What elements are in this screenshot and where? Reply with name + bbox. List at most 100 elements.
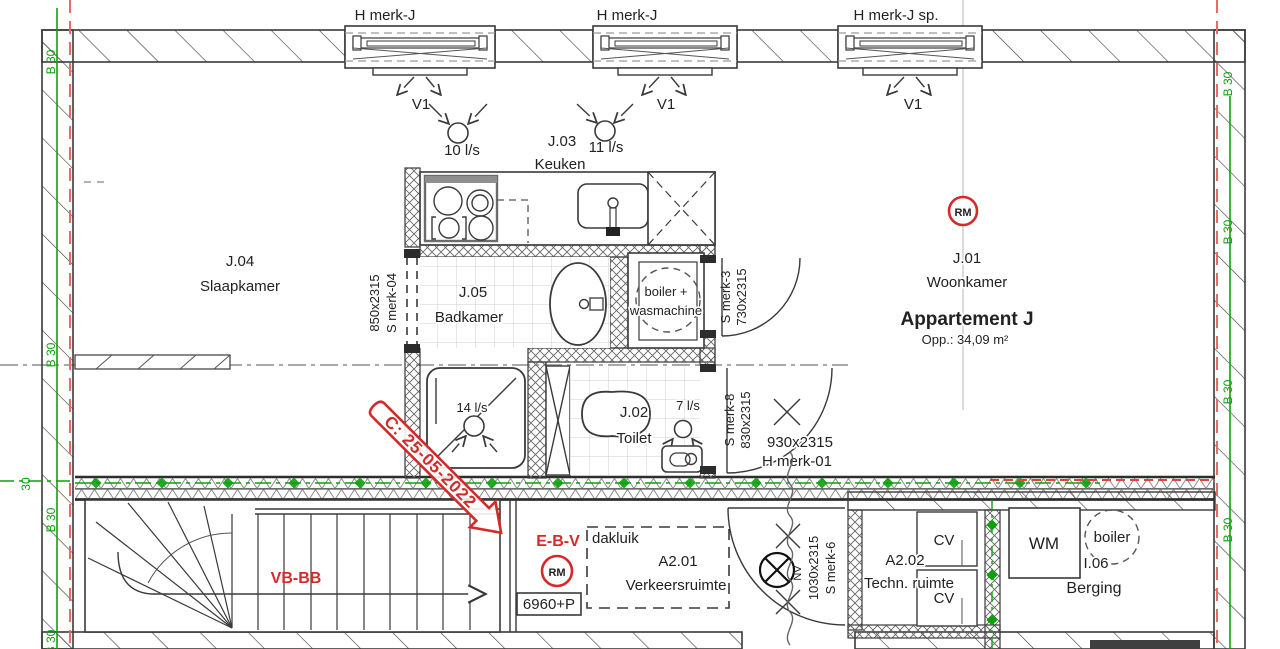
wall-top-2 (494, 29, 594, 63)
extract-valve-icon (463, 415, 485, 437)
staircase: VB-BB (84, 499, 501, 633)
stair-winders (87, 501, 233, 629)
living-room: RM J.01 Woonkamer Appartement J Opp.: 34… (899, 195, 1035, 349)
cv-label: CV (934, 590, 955, 607)
b30-label: B 30 (1221, 219, 1235, 244)
airflow-label: 11 l/s (589, 139, 624, 156)
room-code: J.02 (620, 404, 648, 421)
wall-shower-right (527, 361, 547, 479)
room-code: J.03 (548, 133, 576, 150)
stair-treads (257, 514, 471, 630)
b30-label: B 30 (1221, 379, 1235, 404)
room-name: Badkamer (435, 309, 503, 326)
wall-bath-closet (609, 256, 629, 349)
counter-cross-unit (647, 171, 716, 246)
door-mark: S merk-04 (384, 273, 399, 333)
door-smerk3: S merk-3 730x2315 (700, 255, 801, 338)
boiler-closet: boiler + wasmachine (627, 252, 705, 349)
room-code: A2.02 (885, 552, 924, 569)
stair-arc (147, 532, 233, 584)
cv-unit-top (916, 511, 978, 567)
door-mark: H merk-01 (762, 453, 832, 470)
b30-label: B 30 (1221, 517, 1235, 542)
window-1: H merk-J V1 (344, 7, 496, 113)
floor-strip-row2 (75, 489, 1215, 500)
b30-short-label: 30 (19, 477, 33, 491)
cv-label: CV (934, 532, 955, 549)
door-size: 850x2315 (367, 274, 382, 331)
window-sill (862, 67, 958, 76)
window-3: H merk-J sp. V1 (837, 7, 983, 113)
door-mark: S merk-3 (718, 271, 733, 324)
door-size: 930x2315 (767, 434, 833, 451)
airflow-label: 14 l/s (456, 400, 488, 415)
room-name: Keuken (535, 156, 586, 173)
boiler-label: boiler (1094, 529, 1131, 546)
hallway: E-B-V RM 6960+P dakluik A2.01 Verkeersru… (509, 500, 730, 632)
extract-valve-icon (673, 419, 693, 439)
bedroom-beam (74, 354, 231, 370)
kitchen: J.03 Keuken (404, 131, 716, 248)
room-code: I.06 (1083, 555, 1108, 572)
door-arc (727, 507, 846, 626)
door-mark: S merk-6 (823, 542, 838, 595)
wm-unit (1008, 507, 1081, 579)
cv-unit-bottom (916, 569, 978, 627)
fire-resistance-lines: B 30 B 30 B 30 B 30 B 30 B 30 B 30 B 30 … (0, 0, 1235, 649)
vent-mark-label: V1 (904, 96, 922, 113)
bathroom: J.05 Badkamer (420, 257, 610, 348)
room-code: J.04 (226, 253, 254, 270)
storage-room: WM boiler I.06 Berging (1008, 507, 1140, 599)
ebv-label: E-B-V (536, 533, 580, 550)
level-box (516, 592, 582, 616)
room-name: Woonkamer (927, 274, 1008, 291)
window-label: H merk-J (355, 7, 416, 24)
b30-label: B 30 (44, 507, 58, 532)
door-size: 730x2315 (734, 268, 749, 325)
stamp-banner (368, 400, 503, 535)
door-mark: S merk-8 (722, 394, 737, 447)
toilet-room: J.02 Toilet 7 l/s (570, 366, 703, 475)
roof-hatch-label: dakluik (592, 530, 639, 547)
wall-bath-bottom (527, 347, 716, 363)
door-arc (726, 367, 833, 474)
door-size: 830x2315 (738, 391, 753, 448)
b30-label: B 30 (1221, 71, 1235, 96)
window-2: H merk-J V1 (592, 7, 738, 113)
rm-label: RM (954, 207, 971, 219)
wm-label: WM (1029, 534, 1059, 553)
stair-walkline (117, 551, 484, 594)
apartment-area: Opp.: 34,09 m² (922, 332, 1009, 347)
stair-label: VB-BB (271, 570, 322, 587)
wall-kitchen-left (404, 167, 421, 248)
window-sill (372, 67, 468, 76)
room-name: Toilet (616, 430, 652, 447)
door-arc (721, 257, 801, 337)
kitchen-sink-icon (577, 183, 649, 236)
boiler-wm-label-2: wasmachine (629, 303, 702, 318)
bathtub-faucet-icon (578, 298, 590, 310)
break-line (786, 451, 794, 646)
bathtub-tap-icon (589, 297, 604, 311)
shower: 14 l/s (426, 367, 526, 469)
air-supply-kitchen-2: 11 l/s (576, 103, 634, 156)
door-smerk6: NV 1030x2315 S merk-6 (727, 451, 846, 646)
stove-icon (423, 174, 499, 243)
vent-mark-label: V1 (657, 96, 675, 113)
airflow-label: 10 l/s (444, 142, 480, 159)
roof-hatch (586, 526, 730, 609)
wall-tech-bottom (847, 624, 1001, 639)
room-name: Techn. ruimte (864, 575, 954, 592)
room-code: J.05 (459, 284, 487, 301)
rm-label: RM (548, 567, 565, 579)
toilet-fixture-icon (661, 445, 703, 473)
vent-mark-label: V1 (412, 96, 430, 113)
wall-top-1 (41, 29, 346, 63)
shaft-duct (545, 365, 571, 476)
tech-room: CV CV A2.02 Techn. ruimte (847, 491, 1216, 649)
supply-valve-icon (594, 120, 616, 142)
rm-badge (947, 195, 979, 227)
wall-bottom-left (41, 631, 743, 649)
boiler-wm-label-1: boiler + (645, 284, 688, 299)
rm-badge (540, 554, 574, 588)
